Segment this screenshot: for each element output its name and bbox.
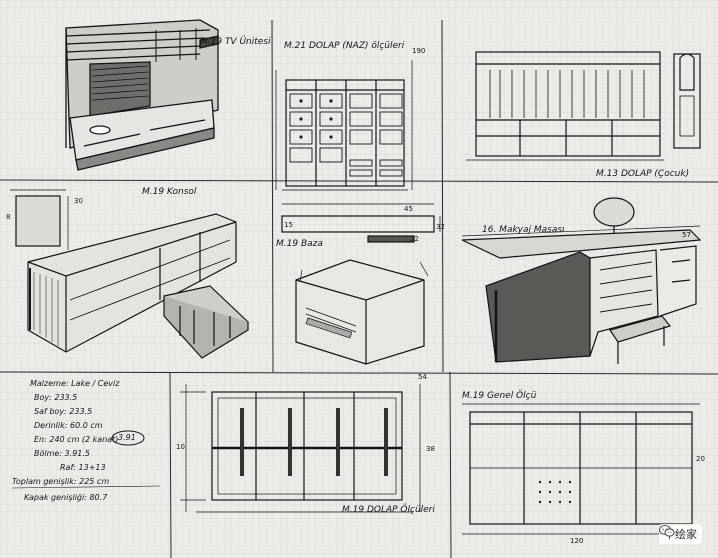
tv-unit-sketch [65, 19, 219, 171]
wardrobe-19-plan [180, 384, 421, 513]
title-wardrobe-13: M.13 DOLAP (Çocuk) [596, 169, 690, 179]
title-wardrobe-21: M.21 DOLAP (NAZ) ölçüleri [284, 41, 405, 51]
dim-22: 22 [410, 235, 419, 243]
wardrobe-19-front [462, 403, 700, 535]
title-cabinet-base: M.19 Baza [276, 239, 323, 249]
note-line-3: Saf boy: 233.5 [34, 407, 93, 416]
dim-32: 32 [436, 223, 445, 231]
dim-190: 190 [412, 47, 426, 55]
title-tv-unit: M.19 TV Ünitesi [200, 37, 271, 47]
note-line-8: Toplam genişlik: 225 cm [12, 477, 110, 486]
note-line-5: En: 240 cm (2 kanat) [34, 435, 119, 444]
dim-38: 38 [426, 445, 435, 453]
panel-frames [0, 19, 718, 558]
dressing-table-sketch [461, 197, 702, 364]
watermark: 千绘家 [659, 524, 702, 544]
note-badge: 3.91 [118, 433, 136, 442]
dim-15: 15 [284, 221, 293, 229]
note-line-1: Malzeme: Lake / Ceviz [30, 379, 120, 388]
dim-20: 20 [696, 455, 705, 463]
note-line-6: Bölme: 3.91.5 [34, 449, 91, 458]
note-line-9: Kapak genişliği: 80.7 [24, 493, 108, 502]
title-wardrobe-19-plan: M.19 DOLAP Ölçüleri [342, 505, 435, 515]
note-line-4: Derinlik: 60.0 cm [34, 421, 103, 430]
title-sideboard: M.19 Konsol [142, 187, 197, 197]
sideboard-sketch [10, 189, 249, 359]
dim-45: 45 [404, 205, 413, 213]
dim-10: 10 [176, 443, 185, 451]
cabinet-base-sketch [281, 203, 441, 365]
title-dressing-table: 16. Makyaj Masası [482, 225, 565, 235]
note-line-2: Boy: 233.5 [34, 393, 78, 402]
wardrobe-13-elevation [466, 51, 701, 161]
wardrobe-21-elevation [275, 60, 413, 191]
dim-30: 30 [74, 197, 83, 205]
dim-57: 57 [682, 231, 691, 239]
title-wardrobe-19-front: M.19 Genel Ölçü [462, 391, 537, 401]
dim-54: 54 [418, 373, 427, 381]
dim-120: 120 [570, 537, 584, 545]
note-line-7: Raf: 13+13 [60, 463, 106, 472]
wechat-icon [659, 524, 675, 537]
notes-area [11, 430, 161, 489]
dim-8: 8 [6, 213, 11, 221]
